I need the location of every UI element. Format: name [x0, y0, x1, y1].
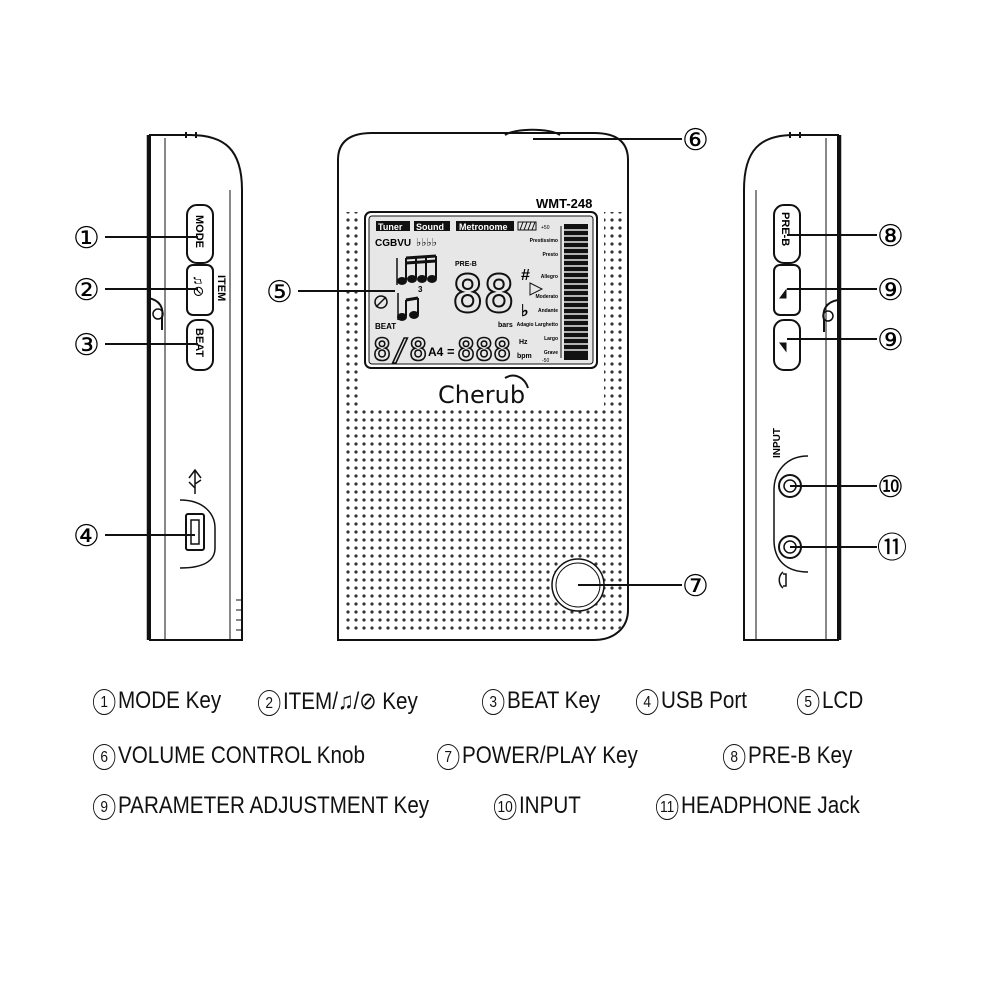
lcd-tempo-mark: Prestissimo — [530, 238, 558, 244]
callout-10: ⑩ — [877, 471, 904, 504]
input-label: INPUT — [772, 428, 783, 458]
lcd-tempo-mark: Adagio Larghetto — [517, 322, 558, 328]
lcd-tempo-mark: Presto — [542, 252, 558, 258]
lcd-a4: A4 — [428, 345, 444, 359]
callout-2: ② — [73, 274, 100, 307]
callout-11: ⑪ — [877, 532, 907, 565]
callout-1: ① — [73, 222, 100, 255]
param-down-key[interactable] — [773, 319, 801, 371]
lcd-pre-b: PRE-B — [455, 261, 477, 268]
lcd-tempo-mark: Moderato — [536, 294, 559, 300]
pre-b-label: PRE-B — [779, 212, 791, 246]
callout-9b: ⑨ — [877, 324, 904, 357]
brand-logo: Cherub — [438, 381, 525, 409]
callout-lines — [105, 138, 877, 586]
left-side-view — [146, 132, 243, 641]
lcd-notes-row: CGBVU — [375, 238, 411, 249]
lcd-tab-tuner: Tuner — [378, 222, 403, 232]
lcd-beat-label: BEAT — [375, 322, 396, 331]
lcd-tab-metronome: Metronome — [459, 222, 508, 232]
callout-3: ③ — [73, 329, 100, 362]
right-side-view — [743, 132, 842, 641]
lcd-bpm: bpm — [517, 353, 532, 360]
mode-key[interactable] — [186, 204, 214, 264]
usb-icon — [188, 468, 202, 494]
callout-7: ⑦ — [682, 570, 709, 603]
mode-label: MODE — [193, 215, 205, 248]
lcd-freq-digits: 888 — [457, 333, 511, 368]
lcd-tempo-mark: Grave — [544, 350, 558, 356]
lcd-sharp: # — [521, 267, 530, 284]
callout-numbers: ① ② ③ ④ ⑤ ⑥ ⑦ ⑧ ⑨ ⑨ ⑩ ⑪ — [73, 124, 907, 603]
volume-knob[interactable] — [504, 128, 561, 136]
lcd-bars: bars — [498, 322, 513, 329]
lcd-triplet: 3 — [418, 285, 423, 294]
lcd-tempo-mark: Andante — [538, 308, 558, 314]
lcd-flat: ♭ — [521, 303, 529, 320]
lcd-hz: Hz — [519, 339, 528, 346]
headphone-icon — [778, 571, 787, 589]
lcd-beat-value: 8/8 — [373, 333, 427, 368]
callout-4: ④ — [73, 520, 100, 553]
model-name: WMT-248 — [536, 196, 592, 211]
lcd-tab-sound: Sound — [416, 222, 444, 232]
lcd-tempo-marks: PrestissimoPrestoAllegroModeratoAndanteA… — [517, 238, 559, 356]
brand-logo-swoosh — [504, 374, 529, 389]
item-label: ITEM — [215, 275, 227, 301]
lcd-main-digits: 88 — [452, 265, 515, 325]
callout-6: ⑥ — [682, 124, 709, 157]
lcd-equals: = — [447, 344, 455, 359]
lcd-screen — [364, 211, 598, 369]
lcd-tempo-mark: Allegro — [541, 274, 558, 280]
lcd-flats: ♭♭♭♭ — [416, 237, 437, 249]
callout-9a: ⑨ — [877, 274, 904, 307]
callout-5: ⑤ — [266, 276, 293, 309]
device-diagram: MODE ITEM ♫⊘ BEAT WMT-248 Cherub — [73, 124, 907, 641]
lcd-tempo-top: +50 — [541, 225, 550, 231]
lcd-tempo-bottom: -50 — [542, 358, 549, 364]
lcd-tempo-mark: Largo — [544, 336, 558, 342]
item-key-glyph: ♫⊘ — [191, 275, 207, 297]
beat-label: BEAT — [193, 328, 205, 357]
callout-8: ⑧ — [877, 220, 904, 253]
